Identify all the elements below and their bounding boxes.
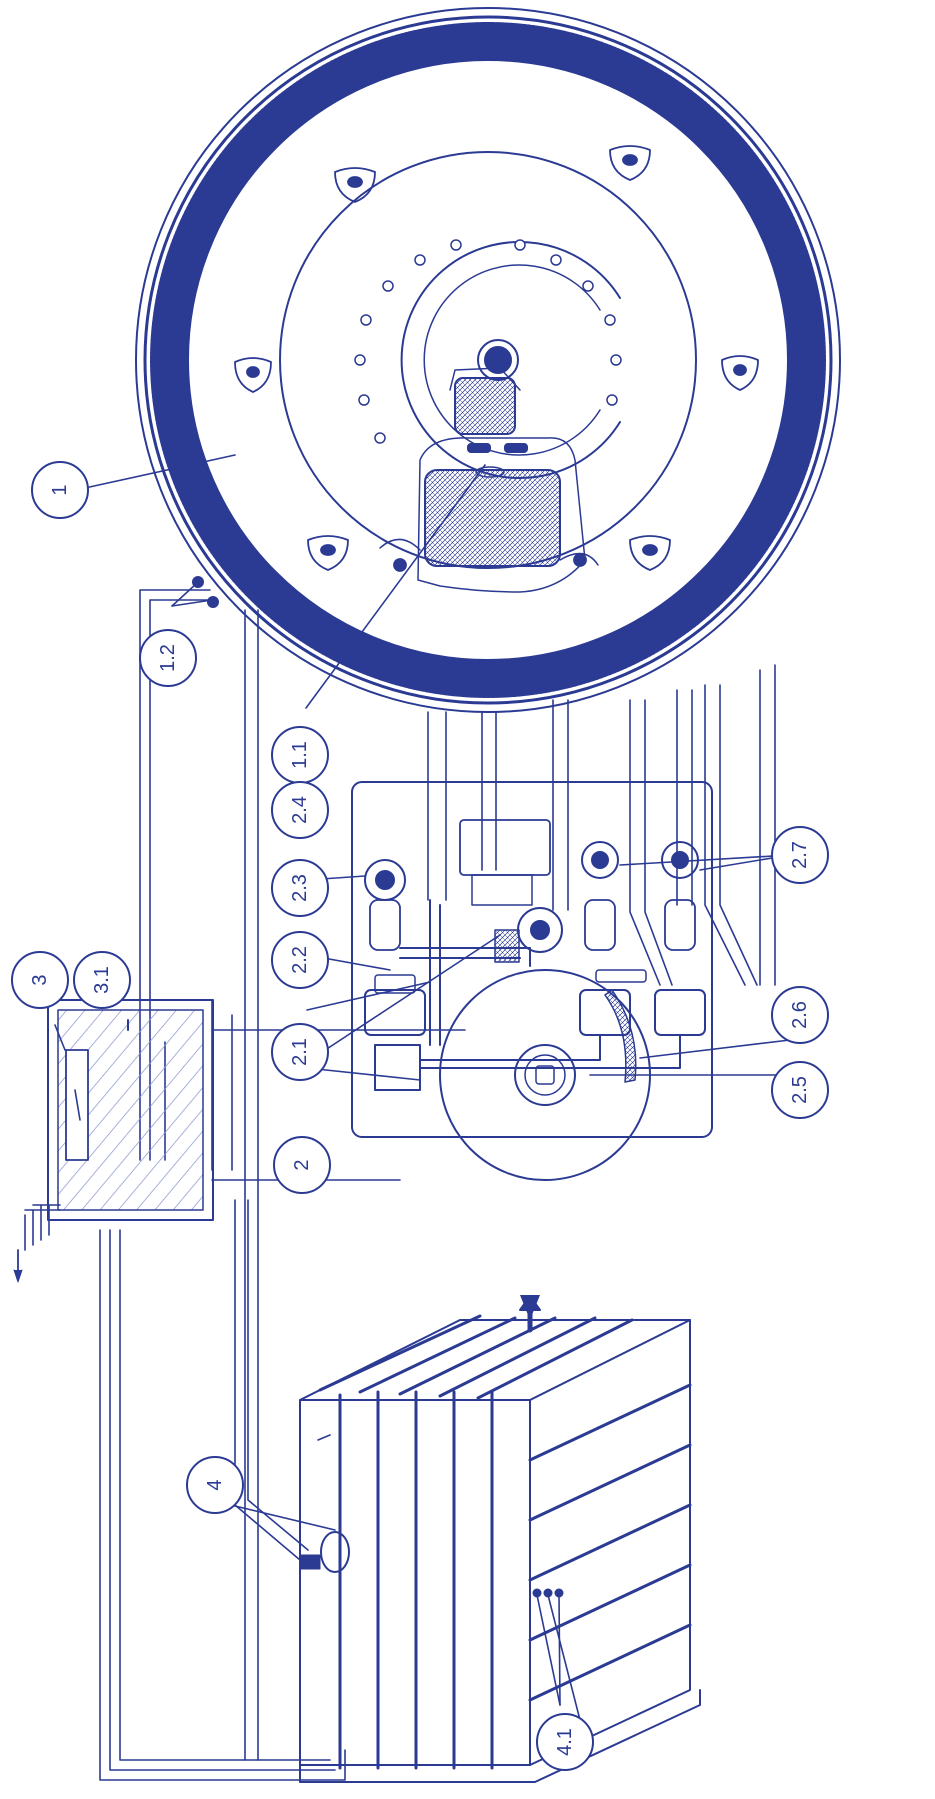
callout-3-label: 3 <box>29 974 51 985</box>
callout-2-7: 2.7 <box>771 826 829 884</box>
callout-4-label: 4 <box>204 1479 226 1490</box>
callout-3-1-label: 3.1 <box>91 966 113 994</box>
callout-1-1-label: 1.1 <box>289 741 311 769</box>
callout-1-2-label: 1.2 <box>157 644 179 672</box>
callout-1-1: 1.1 <box>271 726 329 784</box>
callout-1-label: 1 <box>49 484 71 495</box>
callout-1-2: 1.2 <box>139 629 197 687</box>
callout-2-6: 2.6 <box>771 986 829 1044</box>
center-drain-icon <box>484 346 512 374</box>
seat-jets <box>234 145 759 572</box>
callout-2-3-label: 2.3 <box>289 874 311 902</box>
callout-2-7-label: 2.7 <box>789 841 811 869</box>
callout-2-1-label: 2.1 <box>289 1038 311 1066</box>
callout-2-4-label: 2.4 <box>289 796 311 824</box>
callout-2-2-label: 2.2 <box>289 946 311 974</box>
leader-lines <box>54 454 791 1721</box>
callout-2-6-label: 2.6 <box>789 1001 811 1029</box>
callout-2-5: 2.5 <box>771 1061 829 1119</box>
callouts: 1 1.1 1.2 2 2.1 2.2 2.3 2.4 <box>11 461 829 1771</box>
tub-rim-texture <box>150 22 826 698</box>
callout-2-label: 2 <box>291 1159 313 1170</box>
callout-3: 3 <box>11 951 69 1009</box>
flow-arrow-icon <box>519 1295 541 1333</box>
callout-2: 2 <box>273 1136 331 1194</box>
callout-2-2: 2.2 <box>271 931 329 989</box>
skimmer-icon <box>475 466 505 478</box>
callout-4-1: 4.1 <box>536 1713 594 1771</box>
mains-arrow-icon <box>13 1249 23 1283</box>
hot-tub <box>135 7 841 713</box>
callout-2-4: 2.4 <box>271 781 329 839</box>
equipment-pad <box>351 781 713 1181</box>
ibc-tank <box>299 1314 701 1783</box>
callout-4-1-label: 4.1 <box>554 1728 576 1756</box>
callout-3-1: 3.1 <box>73 951 131 1009</box>
callout-1: 1 <box>31 461 89 519</box>
callout-4: 4 <box>186 1456 244 1514</box>
callout-2-3: 2.3 <box>271 859 329 917</box>
jet-nozzles <box>354 239 622 444</box>
callout-2-5-label: 2.5 <box>789 1076 811 1104</box>
control-box <box>47 999 214 1221</box>
callout-2-1: 2.1 <box>271 1023 329 1081</box>
